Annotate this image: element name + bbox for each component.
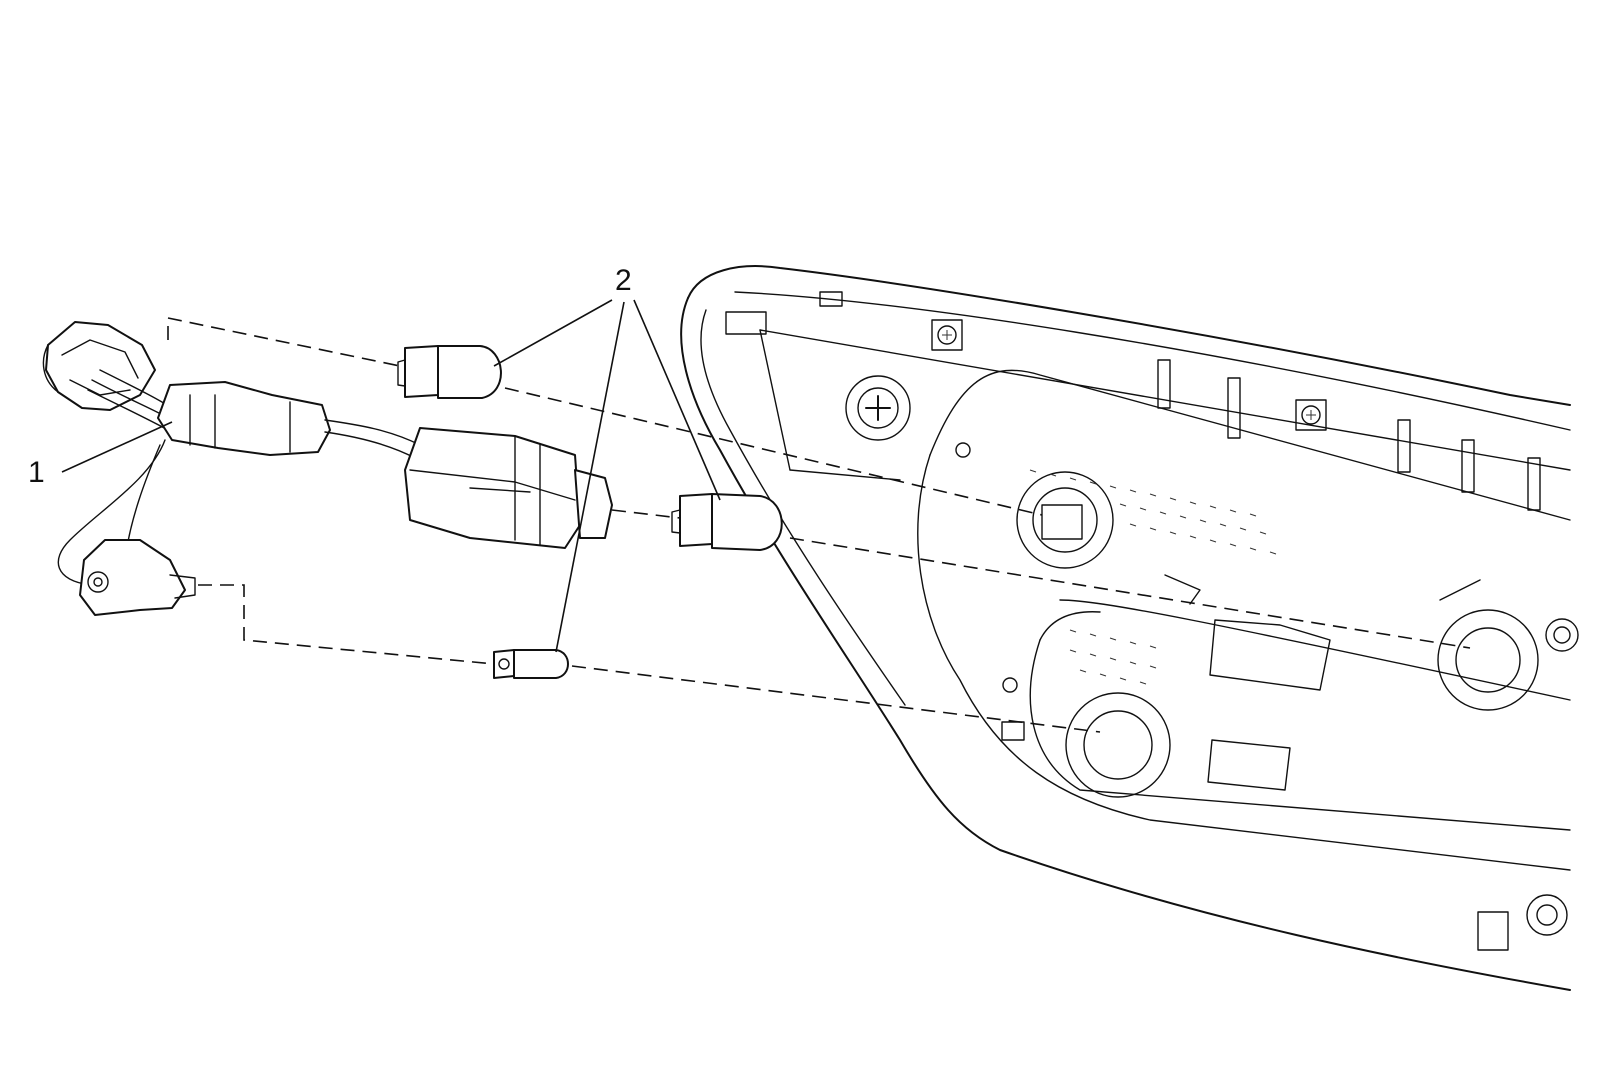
bulb-upper xyxy=(397,345,502,399)
bulb-lower-wedge xyxy=(493,649,569,679)
callout-2-label: 2 xyxy=(615,264,632,297)
bulb-middle xyxy=(671,493,783,551)
callout-1-label: 1 xyxy=(28,456,45,489)
assembly-alignment-lines xyxy=(167,317,1471,733)
callout-2: 2 xyxy=(493,264,721,653)
socket-and-harness-assembly xyxy=(42,321,613,616)
lamp-housing xyxy=(680,265,1579,991)
callout-1: 1 xyxy=(28,421,173,489)
